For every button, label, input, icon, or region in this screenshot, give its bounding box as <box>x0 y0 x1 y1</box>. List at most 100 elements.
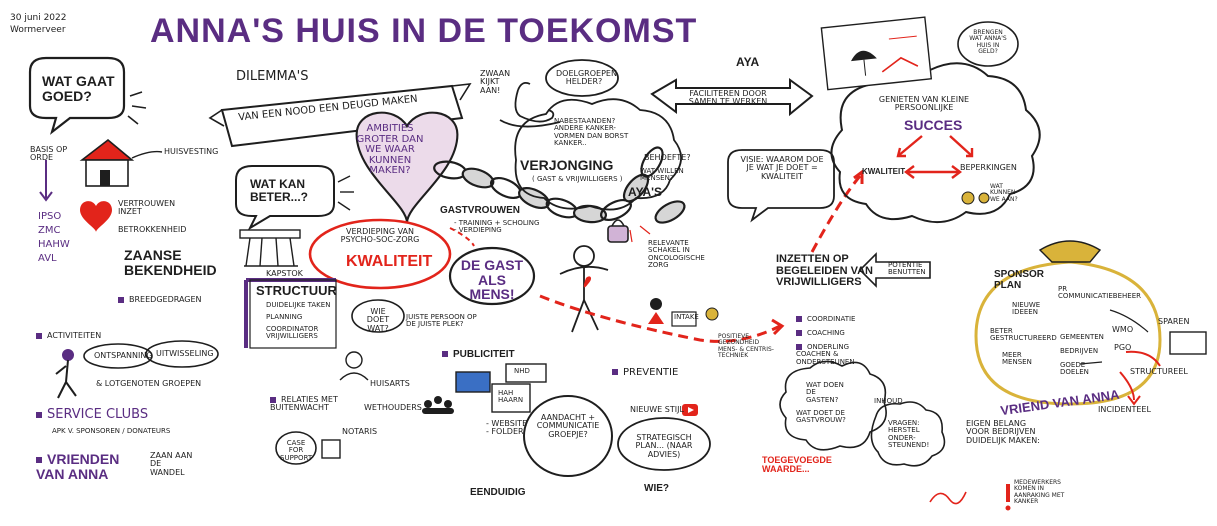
heart-icon <box>80 201 112 232</box>
cloud-verjonging <box>514 98 682 211</box>
juiste-persoon-label: JUISTE PERSOON OP DE JUISTE PLEK? <box>406 313 477 329</box>
incidenteel-label: INCIDENTEEL <box>1098 405 1151 414</box>
arrow-potentie <box>858 252 931 288</box>
hah-label: HAH HAARN <box>498 389 524 405</box>
intake-icon <box>648 298 719 327</box>
wmo-label: WMO <box>1112 325 1134 334</box>
signature-icon <box>929 491 967 505</box>
bullet-icon <box>36 332 42 339</box>
partner-hahw: HAHW <box>38 239 70 250</box>
gold-bag <box>974 260 1162 406</box>
person-icon <box>559 245 609 333</box>
structuur-item-planning: PLANNING <box>266 313 303 321</box>
bedrijven-label: BEDRIJVEN <box>1060 347 1099 355</box>
lotgenoten-label: & LOTGENOTEN GROEPEN <box>96 379 202 388</box>
pgo-label: PGO <box>1114 343 1132 352</box>
faciliteren-label: FACILITEREN DOOR SAMEN TE WERKEN <box>688 89 768 107</box>
bubble-ranger <box>957 21 1019 67</box>
bullet-icon <box>796 316 802 322</box>
inzetten-label: INZETTEN OP BEGELEIDEN VAN VRIJWILLIGERS <box>776 253 873 289</box>
pr-label: PR COMMUNICATIEBEHEER <box>1058 285 1141 301</box>
nieuwe-stijl-label: NIEUWE STIJL <box>630 405 684 414</box>
de-gast-label: DE GAST ALS MENS! <box>460 257 524 303</box>
zaan-wandel-label: ZAAN AAN DE WANDEL <box>150 451 193 477</box>
vrienden-label: VRIENDEN VAN ANNA <box>36 451 120 482</box>
bullet-icon <box>612 369 618 375</box>
lock-icon <box>607 219 629 243</box>
gastvrouwen-sub-label: - TRAINING + SCHOLING - VERDIEPING <box>454 219 540 235</box>
bullet-icon <box>36 457 42 464</box>
structuur-label: STRUCTUUR <box>256 283 337 298</box>
beter-label: BETER GESTRUCTUREERD <box>990 327 1057 343</box>
spark-icon <box>337 175 354 211</box>
notaris-label: NOTARIS <box>342 427 378 436</box>
wat-doen-label: WAT DOEN DE GASTEN? <box>806 381 844 404</box>
arrow-faciliteren <box>650 78 814 117</box>
ellipse-kwaliteit <box>308 218 452 290</box>
exclamation-icon <box>1005 484 1011 511</box>
huisarts-icon <box>339 351 369 381</box>
ambities-label: AMBITIES GROTER DAN WE WAAR KUNNEN MAKEN… <box>356 123 424 176</box>
case-for-support-label: CASE FOR SUPPORT <box>280 439 313 462</box>
wat-kunnen-label: WAT KUNNEN WE AAN? <box>990 183 1018 203</box>
heart-ambities <box>355 111 459 223</box>
house-icon <box>79 138 135 187</box>
zaanse-bekendheid-label: ZAANSE BEKENDHEID <box>124 247 217 278</box>
wat-kan-beter-label: WAT KAN BETER...? <box>250 177 309 204</box>
spark-icon <box>127 91 147 125</box>
wat-gaat-goed-label: WAT GAAT GOED? <box>42 73 115 104</box>
cloud-wat-doen <box>779 360 887 451</box>
aandacht-label: AANDACHT + COMMUNICATIE GROEPJE? <box>536 413 600 439</box>
arrow-dashed-red <box>539 294 781 343</box>
eenduidig-label: EENDUIDIG <box>470 487 526 498</box>
structuur-item-coordinator: COORDINATOR VRIJWILLIGERS <box>266 325 319 341</box>
coord-item-onderling: ONDERLING COACHEN & ONDERSTEUNEN <box>796 343 855 366</box>
gastvrouwen-label: GASTVROUWEN <box>440 205 520 216</box>
arrow-triangle <box>896 135 974 179</box>
bullet-icon <box>796 330 802 336</box>
bubble-de-gast <box>448 246 536 306</box>
wat-doet-label: WAT DOET DE GASTVROUW? <box>796 409 846 425</box>
dilemmas-label: DILEMMA'S <box>236 69 309 84</box>
sparen-label: SPAREN <box>1158 317 1190 326</box>
coord-item-coordinatie: COORDINATIE <box>807 315 856 323</box>
goede-doelen-label: GOEDE DOELEN <box>1060 361 1089 377</box>
verdieping-label: VERDIEPING VAN PSYCHO-SOC-ZORG <box>340 227 420 245</box>
succes-label: SUCCES <box>904 117 963 133</box>
potentie-label: POTENTIE BENUTTEN <box>888 261 926 277</box>
wethouders-label: WETHOUDERS <box>364 403 422 412</box>
publiciteit-label: PUBLICITEIT <box>453 349 515 360</box>
vertrouwen-label: VERTROUWEN INZET <box>118 199 176 217</box>
beperkingen-label: BEPERKINGEN <box>960 163 1017 172</box>
partner-avl: AVL <box>38 253 57 264</box>
newspaper-icon <box>455 363 547 413</box>
sponsor-label: SPONSOR PLAN <box>994 269 1045 291</box>
speech-bubble-wat-kan-beter <box>235 165 335 231</box>
uitwisseling-label: UITWISSELING <box>156 349 214 358</box>
bullet-icon <box>36 411 42 418</box>
swan-icon <box>499 81 561 128</box>
ayas-label: AYA'S <box>628 185 662 199</box>
gemeenten-label: GEMEENTEN <box>1060 333 1104 341</box>
genieten-label: GENIETEN VAN KLEINE PERSOONLIJKE <box>878 95 970 113</box>
heart-icon <box>583 276 592 288</box>
website-label: - WEBSITE - FOLDER <box>486 419 528 437</box>
doelgroepen-label: DOELGROEPEN HELDER? <box>556 69 617 87</box>
aya-label: AYA <box>736 55 760 69</box>
structureel-label: STRUCTUREEL <box>1130 367 1188 376</box>
bullet-icon <box>442 351 448 358</box>
wie-doet-wat-label: WIE DOET WAT? <box>366 307 390 333</box>
eigen-label: EIGEN BELANG VOOR BEDRIJVEN DUIDELIJK MA… <box>966 419 1040 445</box>
partner-zmc: ZMC <box>38 225 61 236</box>
card-icon <box>1169 331 1207 355</box>
bubble-wie-doet-wat <box>351 299 405 333</box>
kapstok-icon <box>239 229 301 267</box>
money-icon <box>961 191 990 205</box>
wat-willen-label: WAT WILLEN MENSEN? <box>640 167 684 183</box>
structuur-item-taken: DUIDELIJKE TAKEN <box>266 301 331 309</box>
activiteiten-label: ACTIVITEITEN <box>47 331 102 340</box>
cloud-vragen <box>870 401 946 467</box>
wie-label: WIE? <box>644 483 669 494</box>
bubble-case-for-support <box>275 431 317 465</box>
